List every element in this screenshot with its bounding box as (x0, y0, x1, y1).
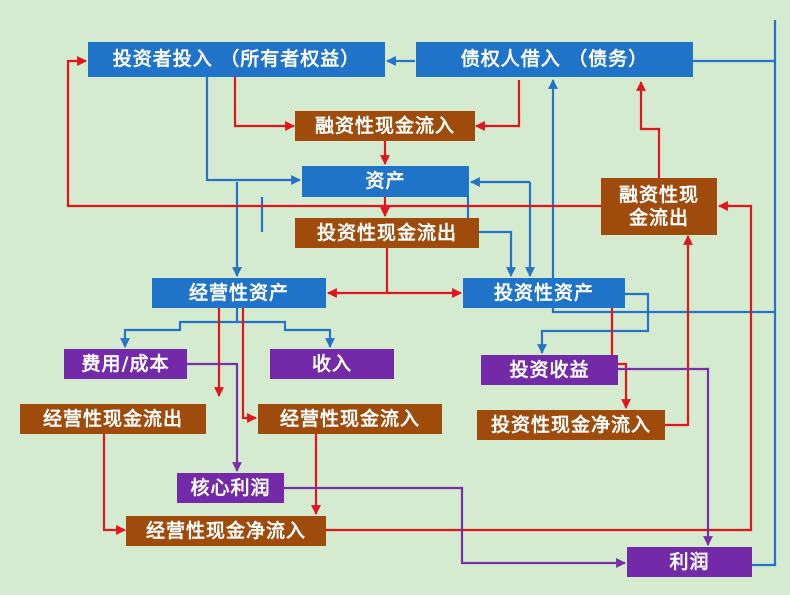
node-investment-income: 投资收益 (481, 355, 618, 385)
node-assets: 资产 (302, 166, 469, 197)
purple-arrow-expenses-to-core-profit (187, 362, 242, 472)
blue-arrow-to-investment-income (537, 292, 650, 354)
purple-arrow-investment-income-to-profit (618, 367, 713, 546)
red-arrow-financing-outflow-to-debt (636, 81, 661, 178)
node-financing-cash-outflow: 融资性现 金流出 (601, 178, 717, 235)
node-net-operating-cash-inflow: 经营性现金净流入 (126, 516, 326, 546)
red-arrow-net-investing-to-financing-outflow (665, 235, 693, 427)
node-expenses-costs: 费用/成本 (64, 349, 187, 379)
node-owner-equity: 投资者投入 （所有者权益） (88, 42, 385, 77)
node-operating-assets: 经营性资产 (152, 278, 326, 308)
node-core-profit: 核心利润 (177, 473, 284, 503)
node-investing-cash-outflow: 投资性现金流出 (295, 218, 479, 248)
blue-arrow-rail-to-debt (548, 79, 775, 314)
node-profit: 利润 (627, 547, 752, 577)
purple-arrow-core-profit-to-profit (284, 486, 626, 568)
node-financing-cash-inflow: 融资性现金流入 (295, 111, 475, 141)
node-net-investing-cash-inflow: 投资性现金净流入 (477, 410, 665, 440)
blue-arrow-to-revenue (237, 320, 335, 348)
red-arrow-financing-outflow-to-equity (66, 56, 601, 208)
node-investing-assets: 投资性资产 (463, 278, 625, 308)
blue-arrow-to-investing-assets-2 (466, 197, 516, 277)
red-arrow-net-operating-to-financing-outflow (326, 201, 753, 532)
red-arrow-equity-to-financing-inflow (233, 77, 295, 131)
blue-arrow-equity-to-assets (205, 77, 301, 185)
node-creditor-debt: 债权人借入 （债务） (416, 42, 693, 77)
red-arrow-opcash-out-to-net (102, 434, 126, 535)
red-arrow-debt-to-financing-inflow (475, 80, 521, 131)
node-revenue: 收入 (270, 349, 394, 379)
red-arrow-to-net-investing-inflow (610, 308, 631, 409)
red-arrow-to-operating-cash-inflow (241, 308, 257, 423)
blue-line-operating-split (120, 308, 239, 348)
blue-line-right-rail (752, 20, 777, 567)
node-operating-cash-outflow: 经营性现金流出 (20, 404, 206, 434)
node-operating-cash-inflow: 经营性现金流入 (258, 404, 442, 434)
